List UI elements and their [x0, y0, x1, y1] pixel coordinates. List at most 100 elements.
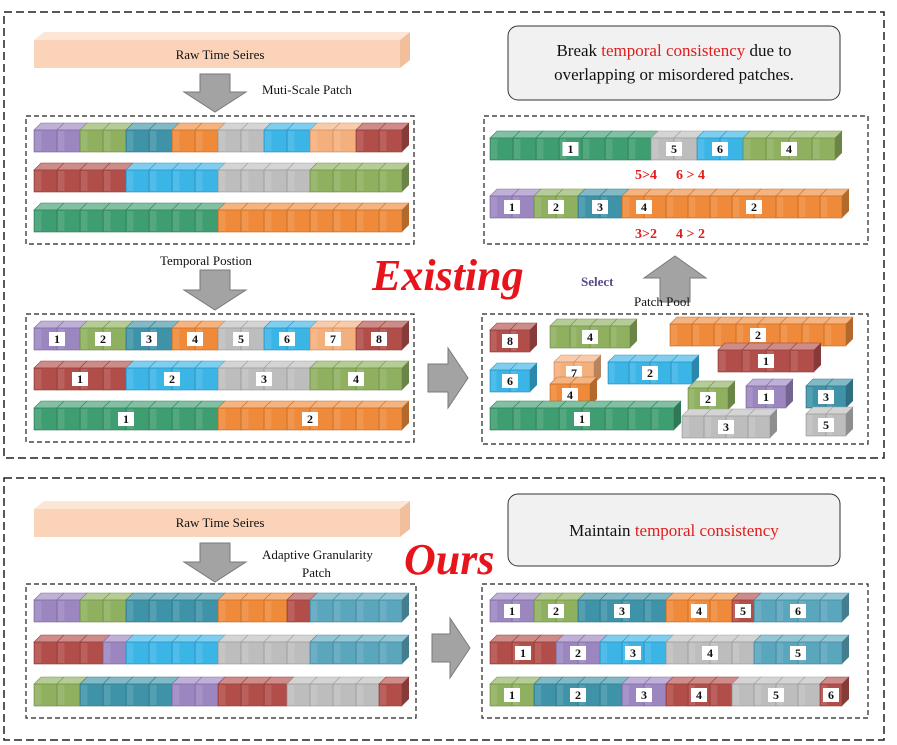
patch-number-box — [818, 418, 834, 432]
patch-number-box — [700, 392, 716, 406]
multiscale-row-3 — [33, 202, 226, 233]
position-row-1: 3 — [125, 320, 180, 351]
ordered-row-2: 1 — [489, 634, 564, 665]
patch-number: 3 — [630, 646, 636, 660]
position-row-2: 2 — [125, 360, 226, 391]
patch-number: 3 — [597, 200, 603, 214]
patch-number-box — [502, 334, 518, 348]
existing-raw-series-bar — [34, 32, 410, 68]
patch-number-box — [515, 646, 531, 660]
patch-number: 3 — [146, 332, 152, 346]
patch-number-box — [642, 366, 658, 380]
patch-number-box — [823, 688, 839, 702]
patch-number: 2 — [755, 328, 761, 342]
patch-number-box — [566, 366, 582, 380]
position-row-2: 1 — [33, 360, 134, 391]
adaptive-row-1 — [217, 592, 295, 623]
patch-number-box — [504, 604, 520, 618]
patch-number: 1 — [509, 604, 515, 618]
patch-number-box — [614, 604, 630, 618]
patch-number: 2 — [705, 392, 711, 406]
patch-number: 4 — [696, 688, 702, 702]
down-arrow-3 — [182, 542, 248, 583]
patch-number-box — [712, 142, 728, 156]
patch-number: 1 — [77, 372, 83, 386]
patch-number-box — [574, 412, 590, 426]
patch-number: 3 — [261, 372, 267, 386]
multiscale-row-1 — [263, 122, 318, 153]
pool-patch: 1 — [489, 400, 682, 431]
temporal-position-label: Temporal Postion — [160, 253, 252, 268]
patch-number-box — [691, 604, 707, 618]
position-row-1: 8 — [355, 320, 410, 351]
compare-label-6-gt-4: 6 > 4 — [676, 168, 705, 183]
patch-number: 1 — [763, 354, 769, 368]
misordered-panel — [483, 115, 869, 245]
patch-number: 1 — [54, 332, 60, 346]
multi-scale-patch-label: Muti-Scale Patch — [262, 82, 352, 97]
adaptive-row-3 — [378, 676, 410, 707]
patch-number-box — [141, 332, 157, 346]
compare-label-4-gt-2: 4 > 2 — [676, 227, 705, 242]
patch-number-box — [702, 646, 718, 660]
patch-number: 2 — [575, 646, 581, 660]
position-row-1: 4 — [171, 320, 226, 351]
pool-patch: 1 — [717, 342, 822, 373]
ordered-row-3: 6 — [819, 676, 850, 707]
patch-number-box — [781, 142, 797, 156]
position-row-3: 2 — [217, 400, 410, 431]
patch-number-box — [256, 372, 272, 386]
adaptive-row-1 — [33, 592, 88, 623]
patch-number-box — [504, 200, 520, 214]
ordered-row-2: 2 — [555, 634, 608, 665]
adaptive-panel — [25, 583, 417, 719]
multiscale-row-2 — [217, 162, 318, 193]
multi-scale-panel — [25, 115, 415, 245]
patch-number-box — [570, 646, 586, 660]
patch-number-box — [735, 604, 751, 618]
adaptive-row-3 — [217, 676, 295, 707]
patch-number-box — [758, 354, 774, 368]
pool-patch: 5 — [805, 406, 854, 437]
adaptive-row-3 — [171, 676, 226, 707]
existing-title: Existing — [371, 251, 524, 300]
patch-number: 5 — [671, 142, 677, 156]
adaptive-row-2 — [217, 634, 318, 665]
ordered-row-1: 4 — [665, 592, 740, 623]
patch-number: 1 — [568, 142, 574, 156]
patch-number-box — [502, 374, 518, 388]
position-row-3: 1 — [33, 400, 226, 431]
patch-number-box — [49, 332, 65, 346]
patch-number-box — [746, 200, 762, 214]
patch-number: 2 — [100, 332, 106, 346]
adaptive-row-1 — [79, 592, 134, 623]
ours-note: Maintain temporal consistency — [569, 521, 779, 540]
patch-number-box — [233, 332, 249, 346]
patch-number: 4 — [786, 142, 792, 156]
patch-number-box — [371, 332, 387, 346]
multiscale-row-1 — [309, 122, 364, 153]
down-arrow-2 — [182, 269, 248, 311]
patch-number: 3 — [619, 604, 625, 618]
ours-raw-series-label: Raw Time Seires — [176, 515, 265, 530]
patch-number: 5 — [795, 646, 801, 660]
multiscale-row-2 — [309, 162, 410, 193]
pool-patch: 2 — [607, 354, 700, 385]
existing-note-box — [507, 25, 841, 101]
patch-pool-panel — [481, 313, 869, 445]
patch-number-box — [636, 200, 652, 214]
patch-number: 5 — [740, 604, 746, 618]
ordered-row-1: 6 — [753, 592, 850, 623]
adaptive-row-3 — [79, 676, 180, 707]
pool-patch: 3 — [805, 378, 854, 409]
adaptive-row-2 — [33, 634, 111, 665]
pool-patch: 3 — [681, 408, 778, 439]
ordered-row-3: 4 — [665, 676, 740, 707]
patch-number: 2 — [575, 688, 581, 702]
ordered-row-1: 3 — [577, 592, 674, 623]
ordered-row-2: 4 — [665, 634, 762, 665]
patch-number: 8 — [507, 334, 513, 348]
adaptive-row-3 — [33, 676, 88, 707]
patch-number-box — [790, 604, 806, 618]
